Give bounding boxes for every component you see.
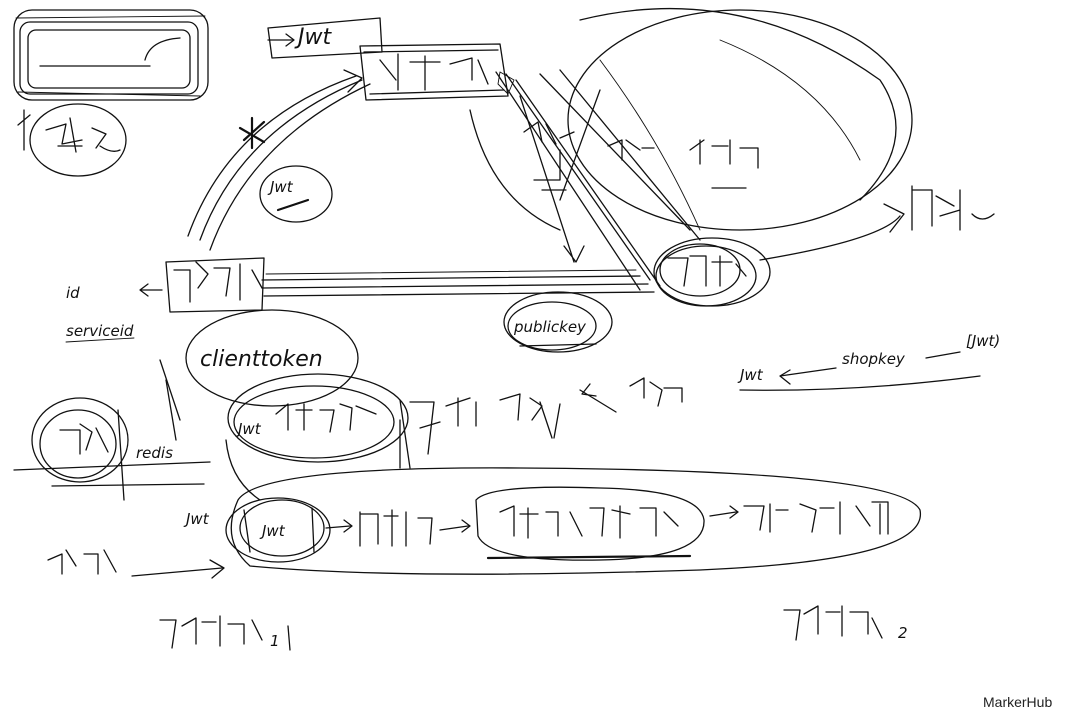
jwt-mid-label: Jwt — [267, 178, 294, 196]
jwt-bracket-label: [Jwt) — [966, 332, 1000, 350]
clienttoken-bubble — [159, 309, 359, 421]
shopkey-label: shopkey — [842, 350, 906, 368]
bottom-flow-ellipse — [225, 419, 921, 575]
timer-effect-scribble — [709, 501, 889, 535]
publickey-label: publickey — [513, 318, 587, 336]
bottom-jwt-label: Jwt — [259, 522, 286, 540]
mid-request-scribble — [399, 377, 683, 469]
right-route-node — [653, 237, 771, 307]
route-left-to-right-lines — [261, 269, 655, 297]
client-box — [13, 9, 209, 101]
refresh-scribble — [325, 509, 471, 547]
jwt-mid-bubble — [259, 165, 333, 223]
jwt-expire-bubble — [227, 373, 409, 463]
client-label-scribble — [17, 103, 127, 177]
private-key-arrow — [47, 549, 225, 579]
jwt-shopkey-line — [739, 351, 981, 391]
big-ellipse-top-right — [567, 7, 913, 261]
clienttoken-label: clienttoken — [200, 347, 323, 372]
jwt-right-label: Jwt — [737, 366, 764, 384]
top-jwt-label: Jwt — [294, 25, 332, 50]
curve-arrow-up — [187, 69, 371, 251]
publickey-bubble — [503, 291, 613, 353]
timer-2-scribble — [783, 605, 883, 641]
serviceid-underline — [65, 337, 135, 343]
id-label: id — [66, 284, 80, 302]
watermark: MarkerHub — [983, 694, 1052, 710]
timer-1-scribble — [159, 615, 291, 651]
memory-redis-group — [13, 379, 211, 501]
top-node — [359, 43, 515, 101]
legal-scribble — [523, 121, 759, 191]
id-arrow — [139, 283, 163, 297]
left-route-node — [165, 257, 265, 313]
timer-1-number: 1 — [270, 632, 280, 650]
cross-lines — [469, 69, 701, 291]
jwt-expire-label: Jwt — [235, 420, 262, 438]
route-c-scribble — [911, 185, 995, 231]
bottom-left-jwt-label: Jwt — [183, 510, 210, 528]
ensure-not-expired-bubble — [475, 486, 705, 561]
redis-label: redis — [136, 444, 173, 462]
serviceid-label: serviceid — [66, 322, 134, 340]
timer-2-number: 2 — [898, 624, 908, 642]
bottom-jwt-bubble — [225, 497, 331, 563]
